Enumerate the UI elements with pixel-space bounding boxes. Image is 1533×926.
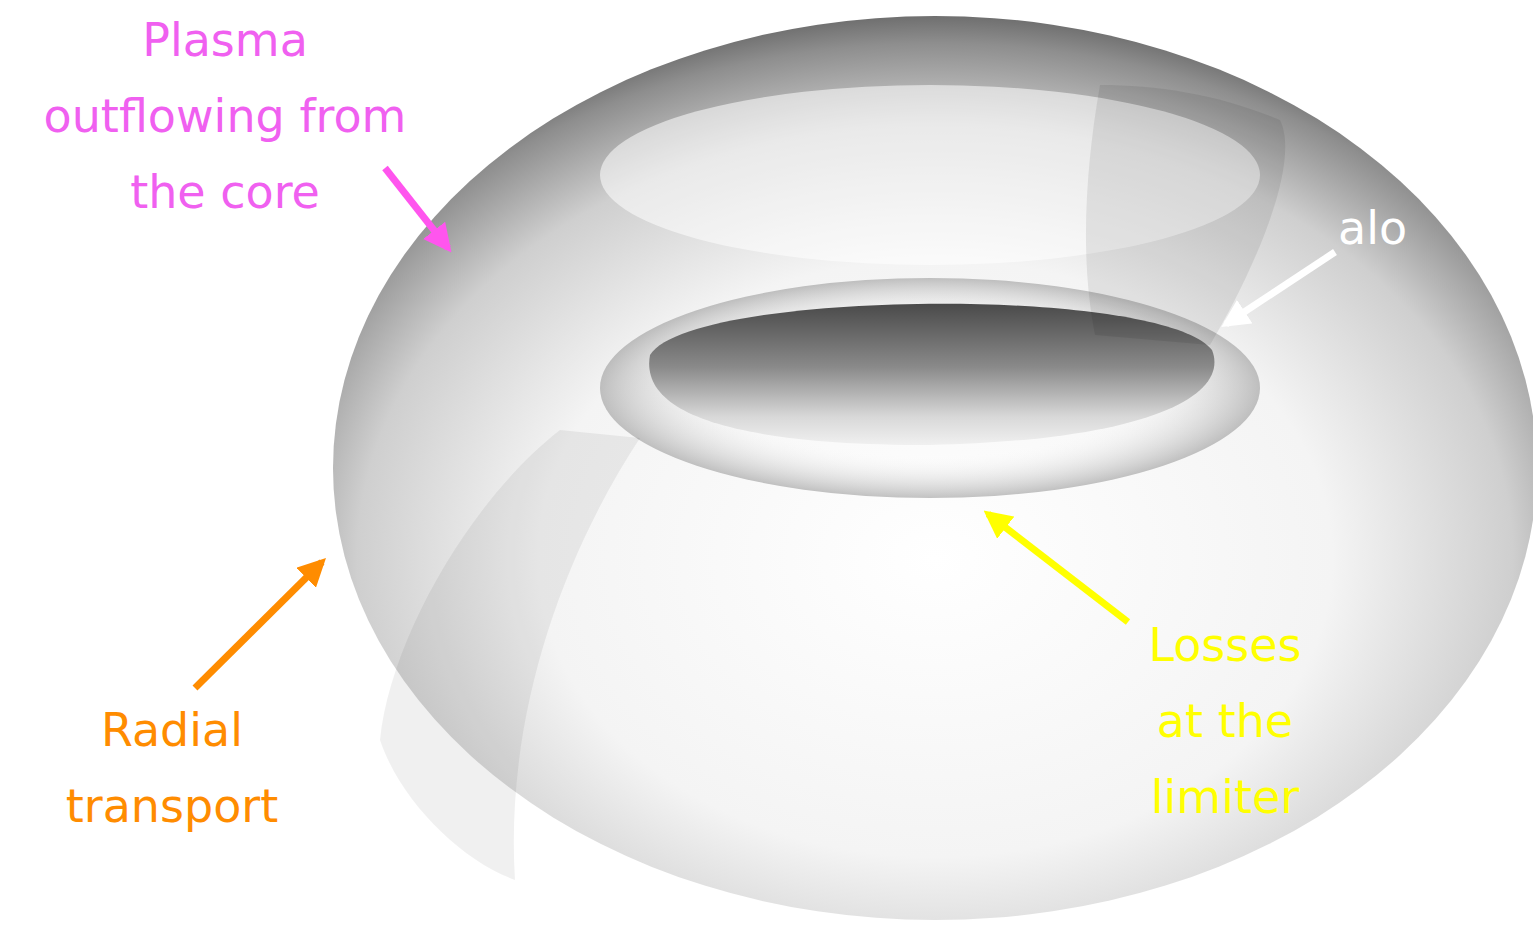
leader-arrow <box>385 168 448 248</box>
callout-label: Losses at the limiter <box>1135 607 1315 835</box>
callout-label: Plasma outflowing from the core <box>30 2 420 230</box>
callout-label: Radial transport <box>52 692 292 844</box>
leader-arrow <box>1226 252 1335 324</box>
limiter-band <box>380 430 640 880</box>
leader-arrow <box>195 562 322 688</box>
callout-label: alo <box>1338 190 1407 266</box>
leader-arrow <box>988 514 1128 622</box>
torus-body <box>333 16 1533 920</box>
